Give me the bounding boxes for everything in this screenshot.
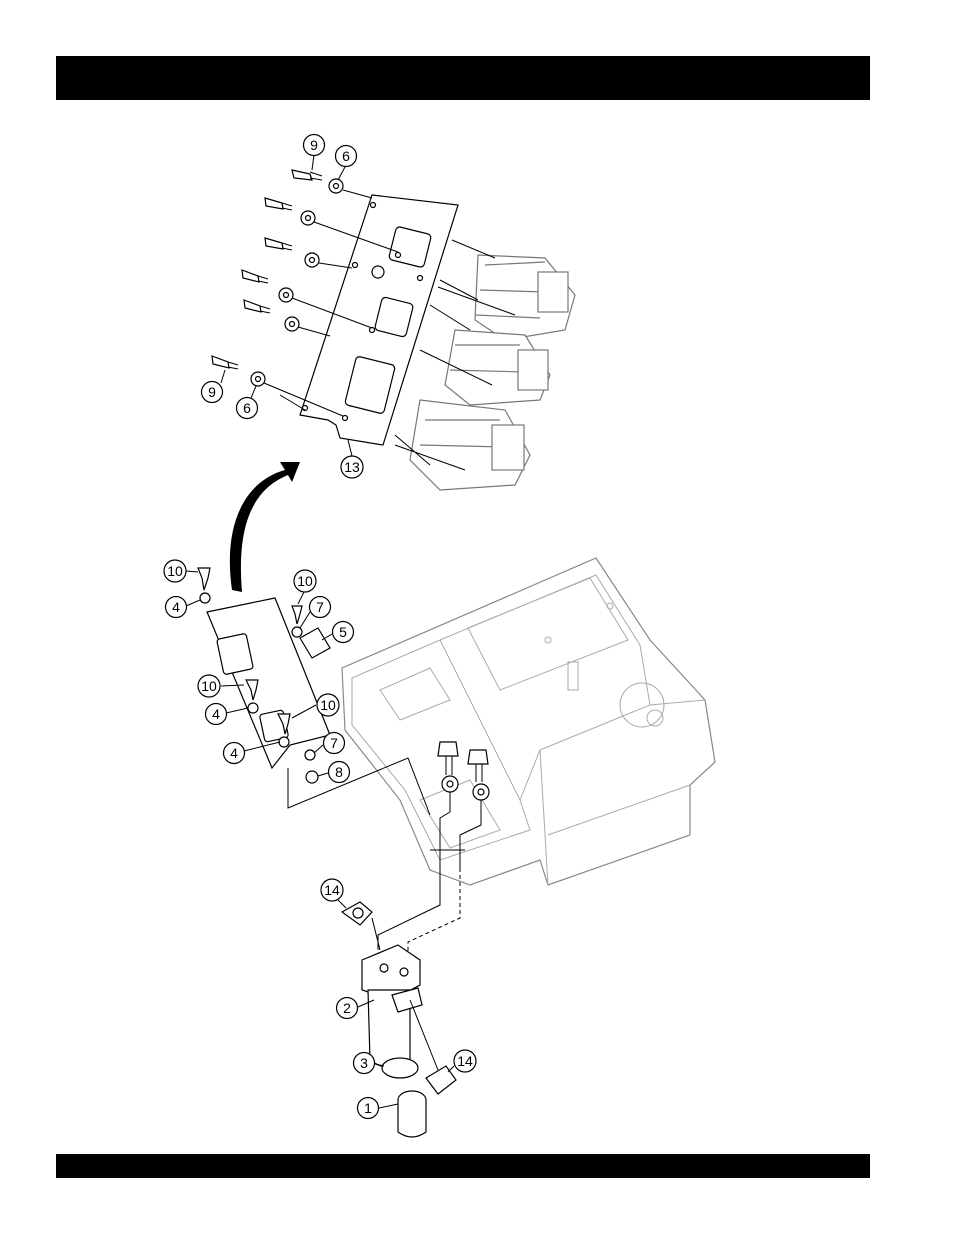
svg-text:10: 10 [167,563,183,579]
svg-text:13: 13 [344,459,360,475]
svg-text:7: 7 [316,599,324,615]
housing-bolts [438,742,489,870]
callout-8: 8 [318,762,350,783]
svg-text:8: 8 [335,764,343,780]
callout-7-a: 7 [300,597,331,629]
svg-text:10: 10 [320,697,336,713]
svg-text:14: 14 [324,882,340,898]
svg-text:4: 4 [172,599,180,615]
filter-assembly [342,840,465,1137]
callout-9-top: 9 [304,135,325,171]
svg-text:10: 10 [297,573,313,589]
callout-13: 13 [341,440,363,478]
callout-14-top: 14 [321,879,346,908]
callout-1: 1 [358,1098,399,1119]
machine-housing [342,558,715,885]
callout-14-bottom: 14 [448,1050,476,1072]
callout-9-bottom: 9 [202,370,226,403]
svg-text:4: 4 [212,706,220,722]
svg-text:6: 6 [342,148,350,164]
callout-6-top: 6 [336,146,357,181]
svg-text:1: 1 [364,1100,372,1116]
svg-text:5: 5 [339,624,347,640]
callout-4-b: 4 [206,704,249,725]
svg-text:14: 14 [457,1053,473,1069]
svg-text:9: 9 [208,384,216,400]
callout-10-a: 10 [164,560,198,582]
callout-6-bottom: 6 [237,386,258,419]
svg-text:4: 4 [230,745,238,761]
svg-text:9: 9 [310,137,318,153]
svg-text:2: 2 [343,1000,351,1016]
svg-text:3: 3 [360,1055,368,1071]
svg-text:7: 7 [330,735,338,751]
callout-5: 5 [322,622,354,643]
callout-4-a: 4 [166,597,201,618]
svg-text:10: 10 [201,678,217,694]
assembly-arrow [230,462,300,592]
svg-text:6: 6 [243,400,251,416]
